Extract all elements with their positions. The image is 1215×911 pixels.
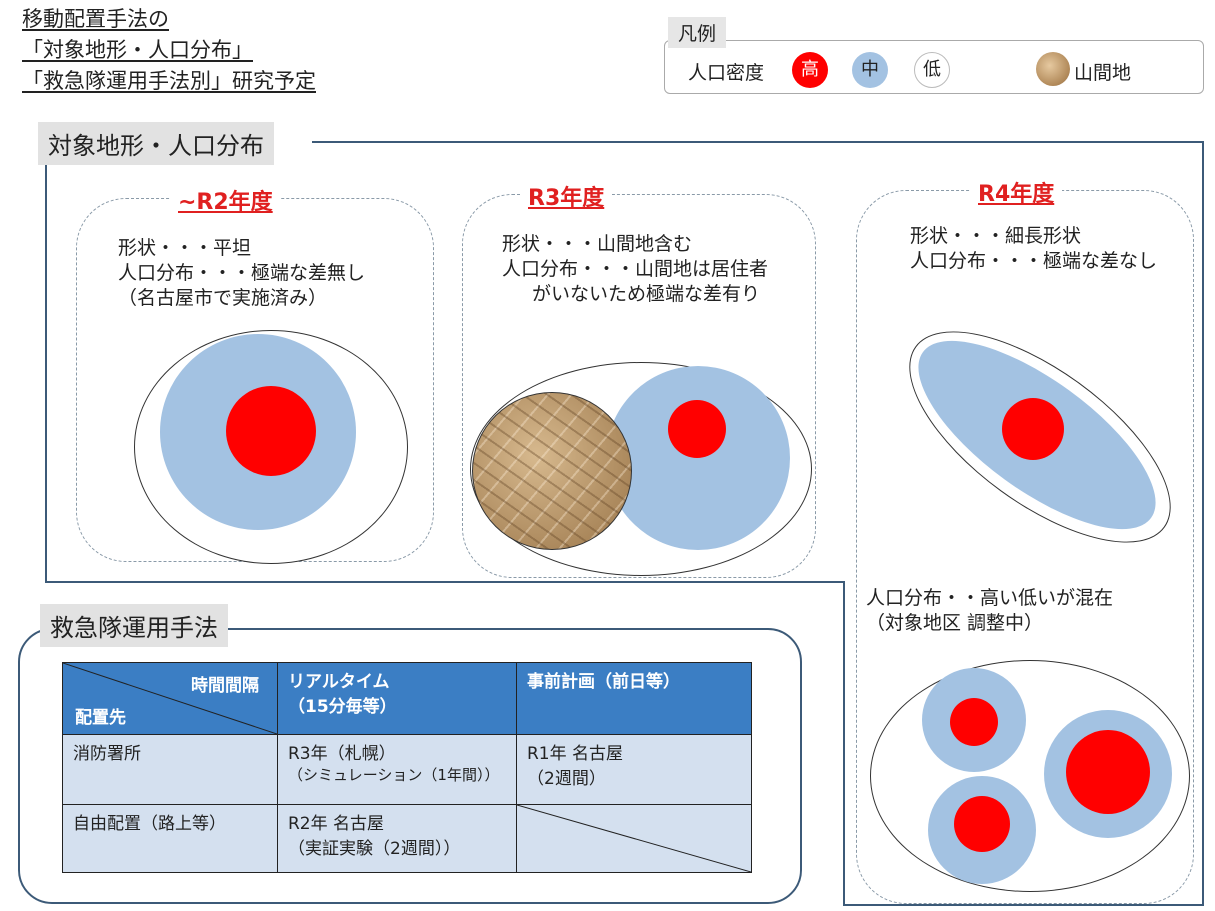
header-line-2: 「対象地形・人口分布」 [22, 38, 253, 62]
panel-r3-high-area [668, 400, 726, 458]
panel-r2-high-area [226, 386, 316, 476]
panel-r3-mid-area [606, 366, 790, 550]
terrain-section-title: 対象地形・人口分布 [38, 122, 274, 165]
panel-r2-line-3: （名古屋市で実施済み） [118, 287, 328, 309]
panel-r4-high-area-2 [954, 796, 1010, 852]
ops-col-realtime-line-1: リアルタイム [288, 672, 390, 692]
panel-r4-high-area [1002, 398, 1064, 460]
ops-row-2-realtime-line-1: R2年 名古屋 [288, 814, 385, 834]
ops-row-1-preplan-line-1: R1年 名古屋 [527, 744, 624, 764]
legend-high-label: 高 [801, 59, 819, 80]
table-row: 消防署所 R3年（札幌） （シミュレーション（1年間）） R1年 名古屋 （2週… [62, 734, 752, 805]
panel-r4-high-area-1 [950, 698, 998, 746]
legend-mountain-icon [1036, 52, 1070, 86]
panel-r4-high-area-3 [1066, 730, 1150, 814]
panel-r3-box [462, 194, 816, 578]
legend-density-label: 人口密度 [688, 62, 765, 84]
ops-header-row: 時間間隔 配置先 リアルタイム （15分毎等） 事前計画（前日等） [62, 662, 752, 735]
ops-row-1-preplan-line-2: （2週間） [527, 769, 606, 789]
ops-col-preplan: 事前計画（前日等） [516, 662, 752, 735]
panel-r3-line-1: 形状・・・山間地含む [502, 233, 693, 255]
ops-row-2-realtime: R2年 名古屋 （実証実験（2週間）） [277, 804, 517, 873]
panel-r4-line-2: 人口分布・・・極端な差なし [910, 250, 1158, 272]
panel-r2-year: ~R2年度 [170, 184, 281, 216]
ops-col-realtime: リアルタイム （15分毎等） [277, 662, 517, 735]
ops-row-2-label: 自由配置（路上等） [62, 804, 278, 873]
table-row: 自由配置（路上等） R2年 名古屋 （実証実験（2週間）） [62, 804, 752, 873]
ops-frame [18, 628, 802, 904]
ops-row-1-preplan: R1年 名古屋 （2週間） [516, 734, 752, 805]
legend-low-label: 低 [923, 59, 941, 80]
panel-r4-year: R4年度 [970, 176, 1063, 208]
ops-row-1-realtime-line-2: （シミュレーション（1年間）） [288, 766, 500, 784]
header-line-3: 「救急隊運用手法別」研究予定 [22, 69, 316, 93]
panel-r3-mountain-area [472, 392, 632, 550]
ops-row-2-preplan-empty [516, 804, 752, 873]
header-line-1: 移動配置手法の [22, 7, 169, 31]
panel-r2-line-2: 人口分布・・・極端な差無し [118, 262, 366, 284]
panel-r3-desc: 形状・・・山間地含む 人口分布・・・山間地は居住者 がいないため極端な差有り [502, 232, 768, 307]
ops-row-2-realtime-line-2: （実証実験（2週間）） [288, 839, 461, 859]
ops-col-realtime-line-2: （15分毎等） [288, 697, 397, 717]
panel-r4-line-1: 形状・・・細長形状 [910, 225, 1082, 247]
ops-section-title: 救急隊運用手法 [40, 604, 228, 647]
panel-r3-year: R3年度 [520, 180, 613, 212]
header-title: 移動配置手法の 「対象地形・人口分布」 「救急隊運用手法別」研究予定 [22, 4, 316, 97]
legend-low-swatch: 低 [914, 52, 950, 88]
corner-diagonal [63, 663, 277, 734]
legend-mid-label: 中 [861, 59, 879, 80]
panel-r3-line-3: がいないため極端な差有り [532, 283, 761, 305]
panel-r4-desc: 形状・・・細長形状 人口分布・・・極端な差なし [910, 224, 1157, 274]
ops-table: 時間間隔 配置先 リアルタイム （15分毎等） 事前計画（前日等） 消防署所 R… [62, 662, 752, 873]
legend-mid-swatch: 中 [852, 52, 888, 88]
ops-row-1-realtime-line-1: R3年（札幌） [288, 744, 396, 764]
panel-r4-line-3: 人口分布・・高い低いが混在 [866, 587, 1114, 609]
panel-r3-line-2: 人口分布・・・山間地は居住者 [502, 258, 769, 280]
legend-high-swatch: 高 [792, 52, 828, 88]
panel-r4-line-4: （対象地区 調整中） [866, 612, 1044, 634]
ops-row-1-realtime: R3年（札幌） （シミュレーション（1年間）） [277, 734, 517, 805]
ops-row-1-label: 消防署所 [62, 734, 278, 805]
panel-r2-line-1: 形状・・・平坦 [118, 237, 252, 259]
ops-corner-bottom: 配置先 [75, 708, 126, 728]
ops-corner-top: 時間間隔 [191, 676, 259, 696]
legend-mountain-label: 山間地 [1074, 62, 1132, 84]
legend-title: 凡例 [668, 17, 727, 48]
empty-cell-diagonal [517, 805, 751, 872]
ops-corner-cell: 時間間隔 配置先 [62, 662, 278, 735]
panel-r4-desc-2: 人口分布・・高い低いが混在 （対象地区 調整中） [866, 586, 1113, 636]
panel-r2-desc: 形状・・・平坦 人口分布・・・極端な差無し （名古屋市で実施済み） [118, 236, 365, 311]
